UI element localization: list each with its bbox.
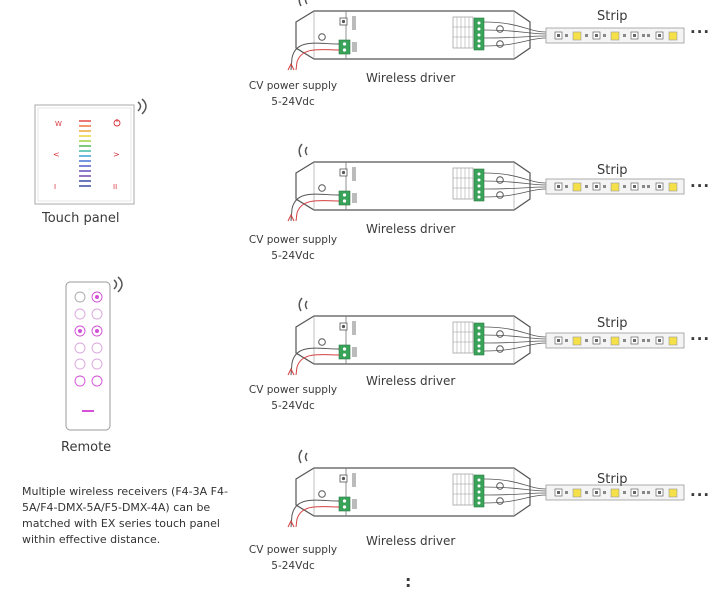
panel-key-ii: II: [113, 183, 117, 191]
strip-label-4: Strip: [597, 472, 628, 487]
panel-key-w: W: [55, 120, 62, 128]
strip-continuation-3: ···: [690, 330, 711, 348]
panel-key-right: >: [113, 150, 120, 159]
power-supply-voltage-4: 5-24Vdc: [271, 560, 315, 572]
wireless-driver-label-4: Wireless driver: [366, 534, 456, 548]
power-supply-label-2: CV power supply 5-24Vdc: [244, 232, 342, 264]
wireless-driver-label-3: Wireless driver: [366, 374, 456, 388]
strip-label-3: Strip: [597, 316, 628, 331]
strip-continuation-4: ···: [690, 486, 711, 504]
compatibility-note: Multiple wireless receivers (F4-3A F4-5A…: [22, 485, 228, 546]
remote-label: Remote: [61, 440, 112, 455]
power-supply-text-2: CV power supply: [248, 234, 338, 246]
power-supply-voltage-1: 5-24Vdc: [271, 96, 315, 108]
strip-continuation-1: ···: [690, 23, 711, 41]
touch-panel-graphic: W < > I II: [34, 98, 147, 205]
power-supply-text-4: CV power supply: [248, 544, 338, 556]
receiver-row-2-graphic: [287, 143, 685, 222]
more-rows-marker: :: [405, 572, 412, 591]
power-supply-label-1: CV power supply 5-24Vdc: [244, 78, 342, 110]
power-supply-text-3: CV power supply: [248, 384, 338, 396]
power-supply-text-1: CV power supply: [248, 80, 338, 92]
strip-continuation-2: ···: [690, 177, 711, 195]
power-supply-label-3: CV power supply 5-24Vdc: [244, 382, 342, 414]
power-supply-voltage-2: 5-24Vdc: [271, 250, 315, 262]
receiver-row-4-graphic: [287, 449, 685, 528]
wireless-driver-label-2: Wireless driver: [366, 222, 456, 236]
panel-key-i: I: [54, 183, 56, 191]
wireless-driver-label-1: Wireless driver: [366, 71, 456, 85]
receiver-row-3-graphic: [287, 297, 685, 376]
touch-panel-label: Touch panel: [42, 211, 120, 226]
power-supply-label-4: CV power supply 5-24Vdc: [244, 542, 342, 574]
remote-graphic: [65, 276, 123, 431]
strip-label-1: Strip: [597, 9, 628, 24]
strip-label-2: Strip: [597, 163, 628, 178]
panel-key-left: <: [53, 150, 60, 159]
power-supply-voltage-3: 5-24Vdc: [271, 400, 315, 412]
